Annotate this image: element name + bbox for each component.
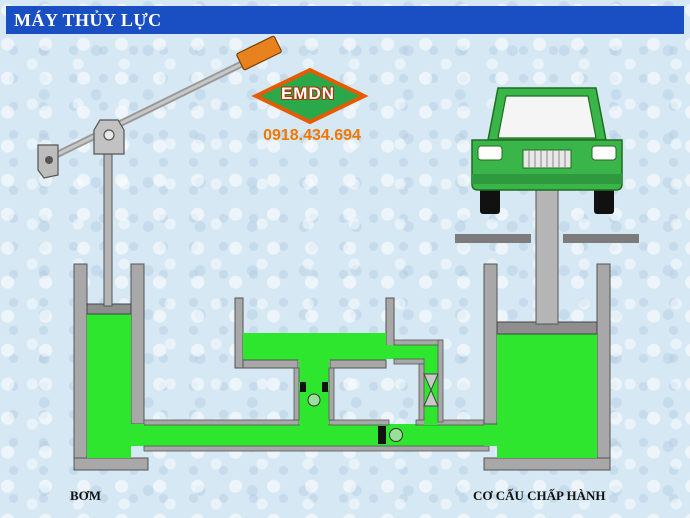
pump-lever [37, 35, 282, 179]
actuator-fluid [497, 332, 597, 458]
car [471, 87, 623, 214]
pump-label: BƠM [70, 488, 102, 503]
pump-cylinder [73, 263, 149, 471]
emdn-logo-text: EMDN [280, 84, 336, 103]
check-valve-line [378, 426, 403, 444]
pump-rod [103, 149, 113, 307]
lift-floor-right [563, 234, 639, 243]
lift-floor-left [455, 234, 531, 243]
relief-valve [423, 373, 439, 407]
lever-handle [236, 35, 282, 71]
reservoir-tank [234, 297, 395, 369]
pump-fluid [87, 312, 131, 458]
actuator-ram [535, 169, 559, 325]
phone-number: 0918.434.694 [263, 127, 361, 144]
actuator-label: CƠ CẤU CHẤP HÀNH [473, 488, 606, 503]
actuator-cylinder [483, 263, 611, 471]
pipe-network [131, 339, 498, 452]
emdn-logo [251, 67, 369, 125]
title-bar: MÁY THỦY LỰC [6, 6, 684, 34]
page-title: MÁY THỦY LỰC [14, 9, 162, 30]
check-valve-reservoir [299, 382, 329, 407]
reservoir-fluid [243, 333, 386, 360]
